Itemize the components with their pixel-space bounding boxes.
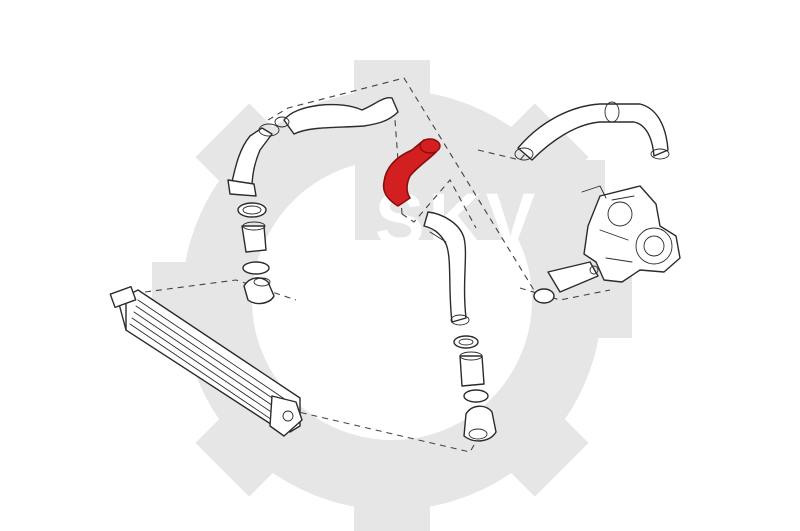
right-elbow[interactable] — [463, 389, 497, 442]
charge-air-hose-highlighted[interactable] — [382, 138, 441, 207]
right-hose-clamp[interactable] — [453, 335, 479, 349]
intercooler[interactable] — [109, 285, 303, 437]
left-sleeve[interactable] — [241, 221, 267, 253]
turbocharger[interactable] — [533, 185, 681, 304]
left-hose-clamp[interactable] — [237, 202, 267, 218]
left-elbow[interactable] — [242, 261, 275, 305]
right-lower-hose[interactable] — [423, 211, 470, 326]
left-upper-hose[interactable] — [227, 96, 399, 197]
right-sleeve[interactable] — [459, 351, 485, 387]
upper-intake-pipe[interactable] — [514, 101, 670, 161]
